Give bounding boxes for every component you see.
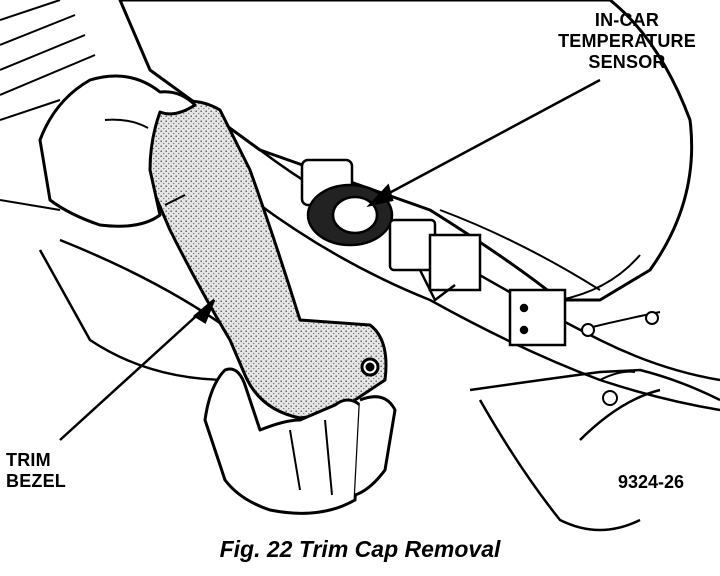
bezel-callout-line-1: TRIM	[6, 450, 51, 470]
hand-left-icon	[38, 74, 197, 228]
trim-bezel	[138, 99, 388, 420]
right-bracket	[579, 311, 661, 406]
bezel-callout: TRIM BEZEL	[6, 450, 66, 492]
leader-lines	[59, 78, 601, 441]
sensor-callout-line-2: TEMPERATURE	[558, 31, 696, 51]
sensor-callout-line-3: SENSOR	[588, 52, 666, 72]
dash-pad	[118, 0, 694, 302]
sensor-callout-line-1: IN-CAR	[594, 10, 660, 30]
left-vent	[0, 0, 96, 211]
sensor-callout: IN-CAR TEMPERATURE SENSOR	[552, 10, 702, 73]
figure-number: 9324-26	[617, 472, 684, 492]
hand-right-icon	[203, 367, 397, 515]
bezel-callout-line-2: BEZEL	[6, 471, 67, 491]
figure-caption: Fig. 22 Trim Cap Removal	[219, 536, 501, 562]
temperature-sensor	[300, 158, 567, 347]
